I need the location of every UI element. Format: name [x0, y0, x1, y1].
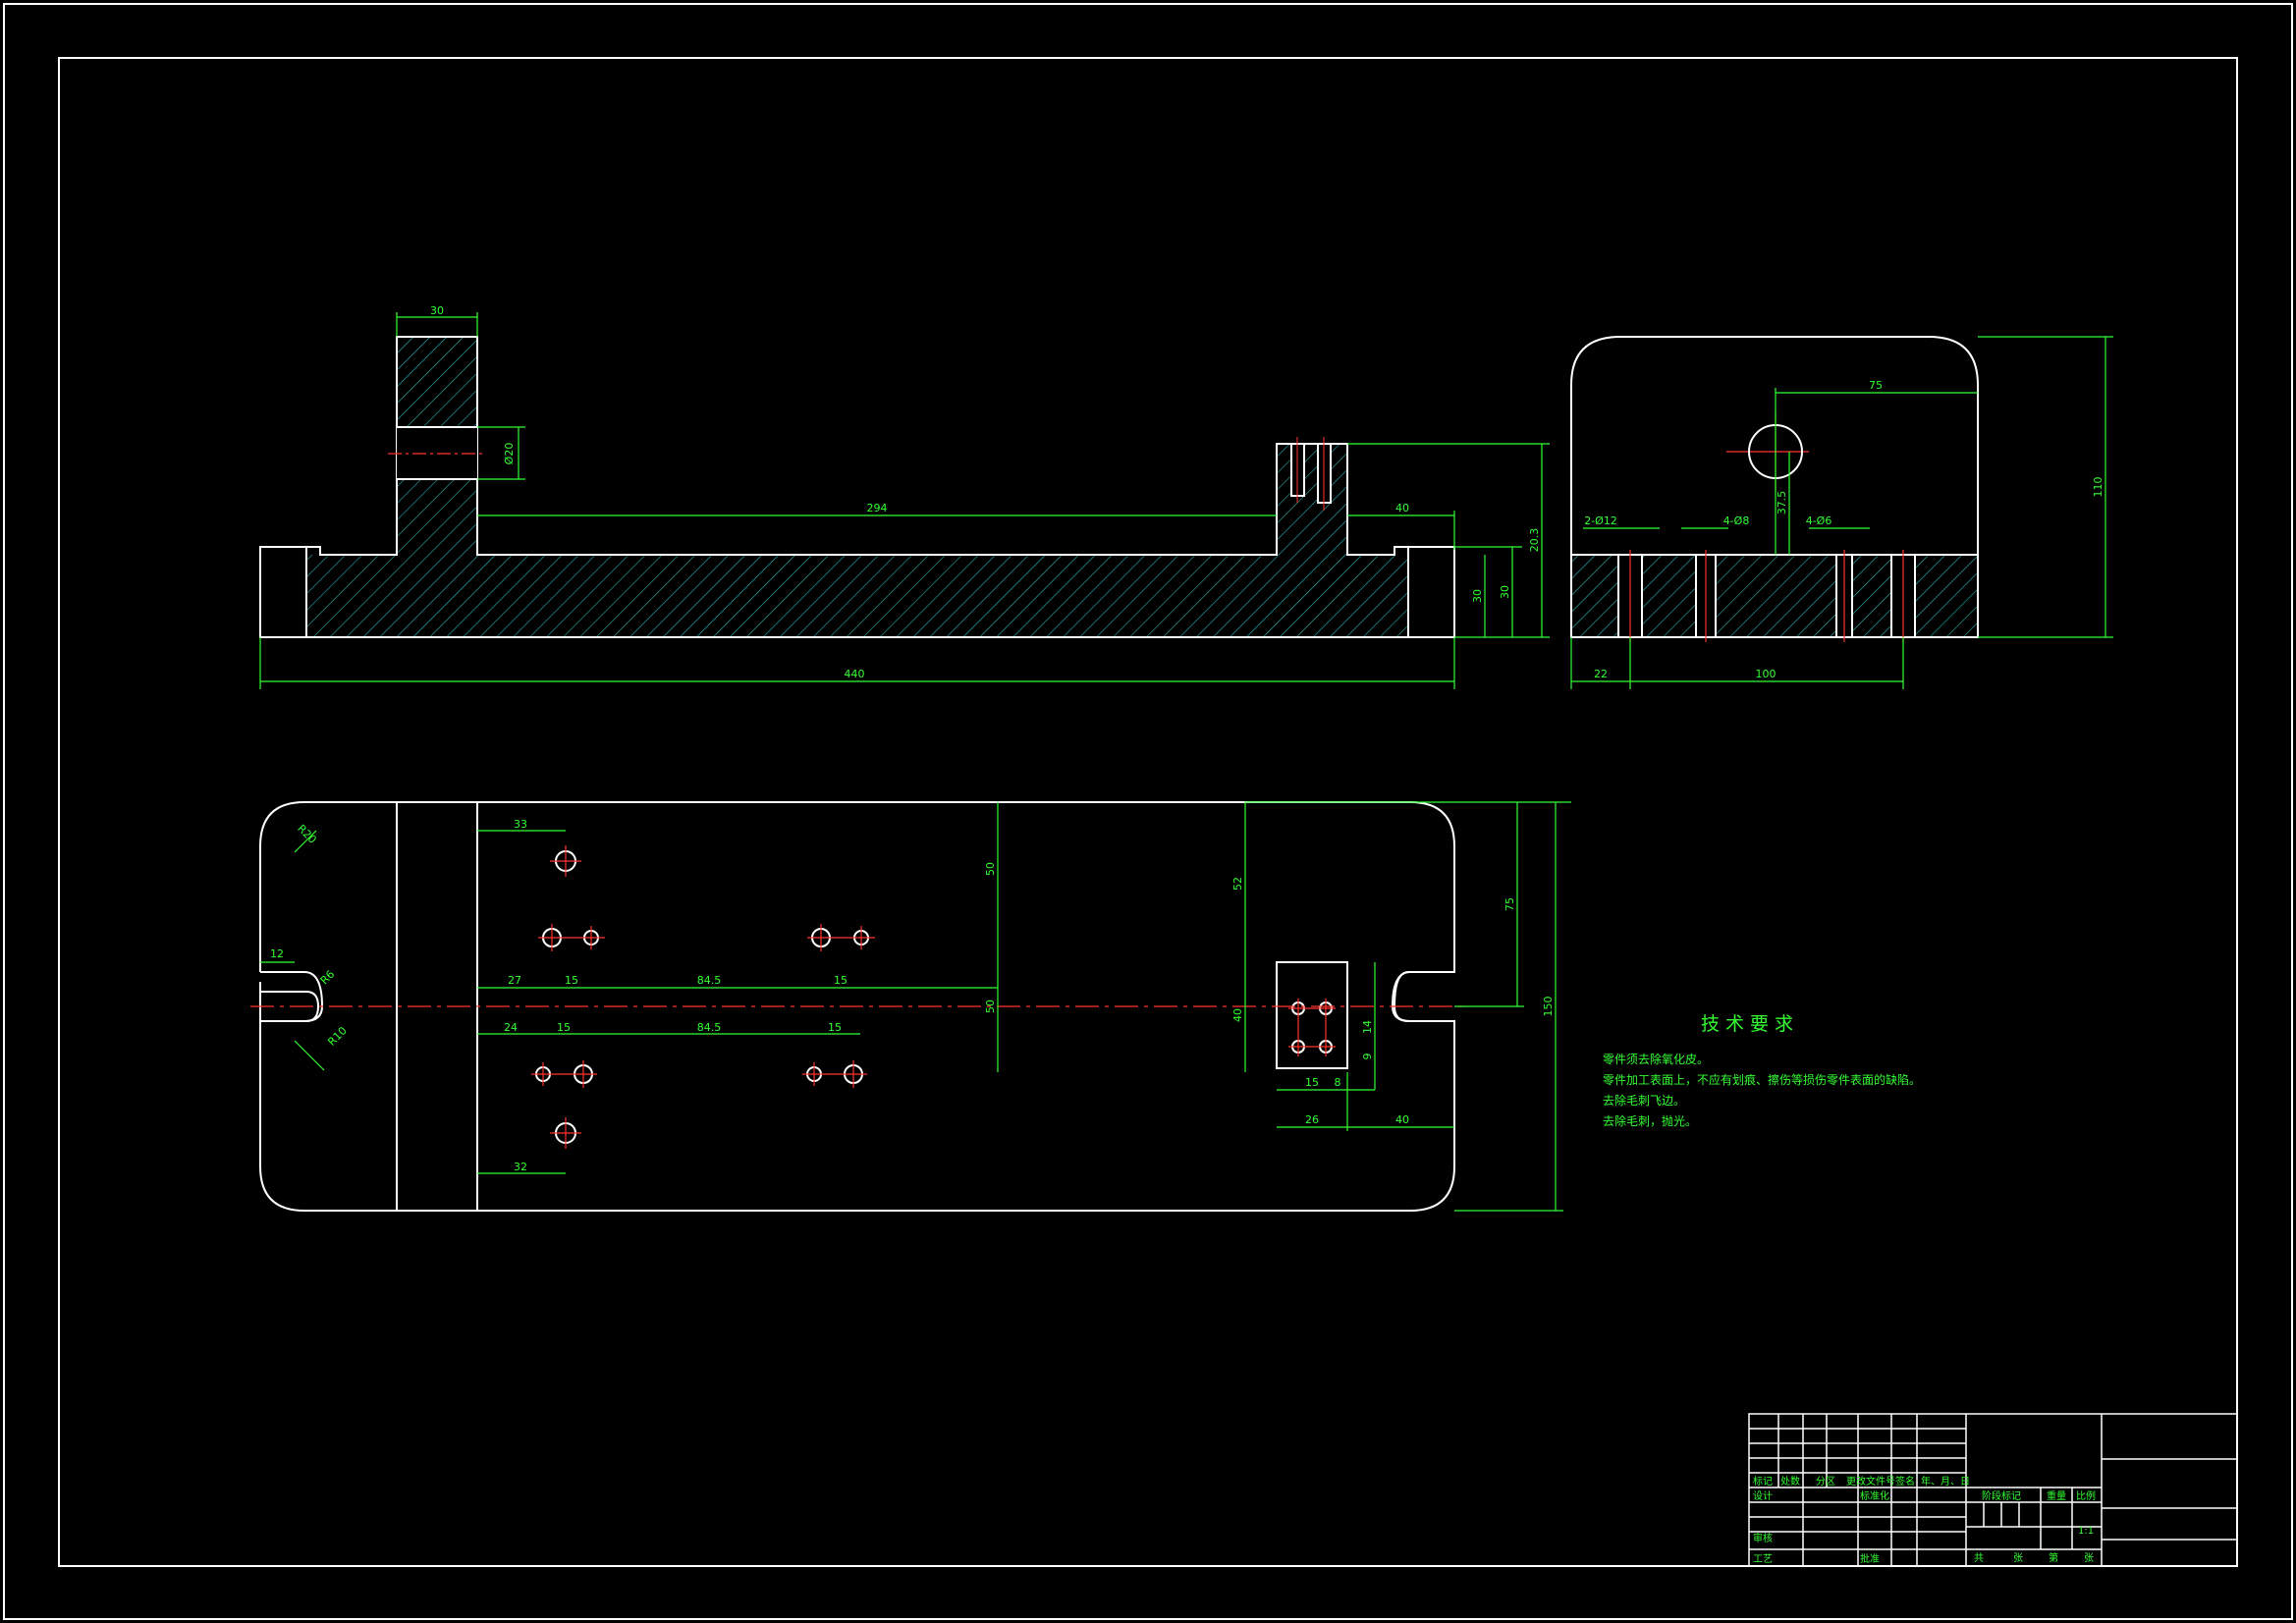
dim-bore: Ø20: [503, 443, 516, 465]
tb-stage: 阶段标记: [1982, 1489, 2021, 1502]
dim-12: 12: [270, 947, 284, 960]
tb-scale-label: 比例: [2076, 1489, 2096, 1502]
dim-r10: R10: [325, 1024, 349, 1048]
front-view-dimensions: [259, 312, 1550, 689]
dim-14: 14: [1361, 1020, 1374, 1034]
dim-27: 27: [508, 974, 521, 987]
dim-26: 26: [1305, 1113, 1319, 1126]
dim-84-5-b: 84.5: [697, 1021, 722, 1034]
tb-date: 年、月、日: [1921, 1475, 1970, 1488]
dim-33: 33: [514, 818, 527, 831]
dim-75-top: 75: [1503, 897, 1516, 911]
dim-100: 100: [1756, 668, 1777, 680]
dim-8: 8: [1335, 1076, 1341, 1089]
dim-r6: R6: [318, 968, 338, 988]
tb-scale-value: 1:1: [2078, 1526, 2094, 1537]
tb-standard: 标准化: [1860, 1489, 1889, 1502]
tech-req-item-4: 去除毛刺，抛光。: [1603, 1114, 1698, 1128]
tech-req-item-3: 去除毛刺飞边。: [1603, 1094, 1686, 1108]
dim-40-edge: 40: [1395, 1113, 1409, 1126]
dim-4-d6: 4-Ø6: [1806, 514, 1832, 527]
tb-zone: 分区: [1816, 1476, 1835, 1488]
outer-border: [3, 3, 2293, 1620]
dim-15-pad: 15: [1305, 1076, 1319, 1089]
dim-40-pad: 40: [1231, 1008, 1244, 1022]
dim-294: 294: [867, 502, 888, 514]
technical-requirements: 技术要求 零件须去除氧化皮。 零件加工表面上，不应有划痕、擦伤等损伤零件表面的缺…: [1603, 1009, 1921, 1132]
side-view: [1570, 336, 1979, 642]
dim-37-5: 37.5: [1776, 491, 1788, 515]
dim-75-side: 75: [1869, 379, 1883, 392]
dim-50-upper: 50: [984, 862, 997, 876]
dim-15-b: 15: [834, 974, 847, 987]
dim-30-a: 30: [1471, 589, 1484, 603]
tb-process: 工艺: [1753, 1553, 1773, 1565]
tb-unit2: 张: [2084, 1552, 2094, 1564]
tech-req-item-1: 零件须去除氧化皮。: [1603, 1053, 1710, 1066]
side-view-dimensions: [1570, 336, 2113, 689]
dim-440: 440: [845, 668, 865, 680]
dim-40-front: 40: [1395, 502, 1409, 514]
dim-20-3: 20.3: [1528, 528, 1541, 553]
tb-mark: 标记: [1753, 1476, 1773, 1488]
tb-sign: 签名: [1895, 1475, 1915, 1488]
dim-22: 22: [1594, 668, 1608, 680]
dim-110: 110: [2092, 477, 2105, 498]
dim-32: 32: [514, 1161, 527, 1173]
tb-approve: 批准: [1860, 1552, 1880, 1565]
tb-sheet: 第: [2049, 1551, 2058, 1564]
dim-4-d8: 4-Ø8: [1723, 514, 1750, 527]
front-view: [259, 336, 1455, 638]
tech-req-item-2: 零件加工表面上，不应有划痕、擦伤等损伤零件表面的缺陷。: [1603, 1073, 1922, 1087]
dim-150: 150: [1542, 997, 1555, 1017]
title-block: [1748, 1413, 2238, 1567]
dim-30-top: 30: [430, 304, 444, 317]
tb-weight: 重量: [2047, 1489, 2066, 1502]
tb-count: 处数: [1780, 1475, 1800, 1488]
dim-24: 24: [504, 1021, 518, 1034]
dim-15-c: 15: [557, 1021, 571, 1034]
dim-50-mid: 50: [984, 1000, 997, 1013]
inner-frame: [58, 57, 2238, 1567]
top-view-centerlines: [250, 845, 1464, 1149]
tb-total: 共: [1974, 1552, 1984, 1564]
tb-unit: 张: [2013, 1552, 2023, 1564]
top-view-dimensions: [260, 801, 1571, 1212]
dim-15-d: 15: [828, 1021, 842, 1034]
dim-30-b: 30: [1499, 585, 1511, 599]
dim-r20: R20: [295, 822, 318, 845]
dim-9: 9: [1361, 1054, 1374, 1060]
tech-req-title: 技术要求: [1701, 1013, 1800, 1035]
tb-doc: 更改文件号: [1846, 1475, 1895, 1488]
tb-review: 审核: [1753, 1532, 1773, 1544]
tb-design: 设计: [1753, 1489, 1773, 1502]
dim-84-5-a: 84.5: [697, 974, 722, 987]
dim-15-a: 15: [565, 974, 578, 987]
dim-52: 52: [1231, 877, 1244, 891]
dim-2-d12: 2-Ø12: [1584, 514, 1617, 527]
